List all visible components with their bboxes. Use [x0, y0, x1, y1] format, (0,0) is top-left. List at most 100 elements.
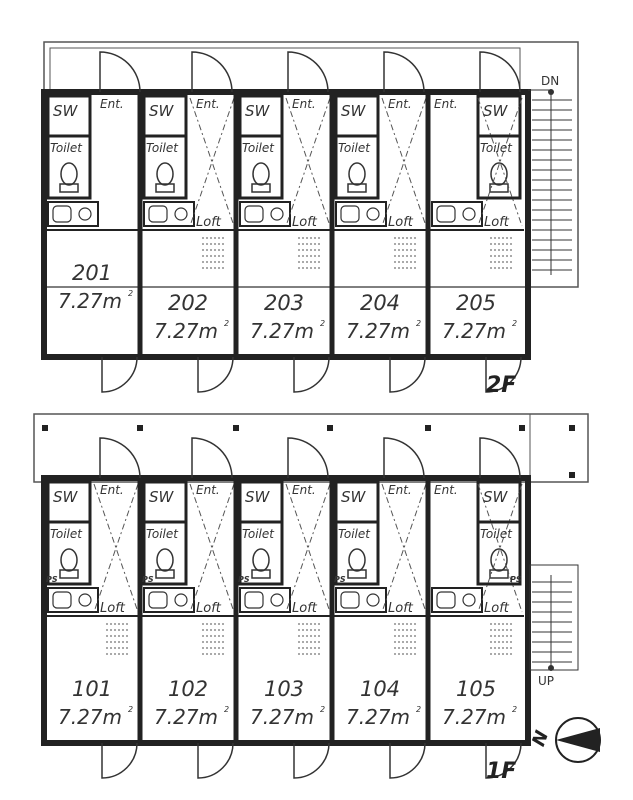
- toilet-label: Toilet: [242, 527, 275, 541]
- toilet-room: [334, 134, 380, 200]
- sw-label: SW: [149, 102, 175, 120]
- building-wall-2f: [41, 89, 531, 360]
- balcony-door-icon: [101, 356, 138, 393]
- room-area-superscript: 2: [224, 319, 229, 328]
- sw-label: SW: [483, 102, 509, 120]
- ps-label: PS: [510, 575, 522, 584]
- toilet-tank-icon: [59, 183, 79, 193]
- entry-door-icon: [191, 437, 233, 479]
- toilet-tank-icon: [155, 183, 175, 193]
- room-area-superscript: 2: [416, 319, 421, 328]
- sink-icon: [52, 205, 72, 223]
- toilet-bowl-icon: [156, 548, 174, 572]
- sw-label: SW: [483, 488, 509, 506]
- room-number: 203: [264, 291, 304, 315]
- loft-label: Loft: [484, 601, 510, 616]
- toilet-room: [142, 134, 188, 200]
- room-number: 105: [456, 677, 496, 701]
- room-number: 104: [360, 677, 400, 701]
- floor-label-1f: 1F: [486, 759, 516, 784]
- sink-icon: [340, 591, 360, 609]
- room-area-superscript: 2: [416, 705, 421, 714]
- toilet-bowl-icon: [348, 162, 366, 186]
- toilet-bowl-icon: [60, 162, 78, 186]
- room-area: 7.27m: [346, 319, 410, 343]
- canopy-post: [233, 425, 239, 431]
- toilet-bowl-icon: [156, 162, 174, 186]
- loft-diagonal: [189, 483, 235, 613]
- loft-diagonal: [477, 97, 523, 227]
- balcony-door-icon: [101, 742, 138, 779]
- entry-door-icon: [479, 437, 521, 479]
- stove-icon: [78, 593, 92, 607]
- toilet-tank-icon: [489, 569, 509, 579]
- entrance-label: Ent.: [100, 97, 124, 111]
- balcony-door-icon: [293, 356, 330, 393]
- entrance-label: Ent.: [196, 483, 220, 497]
- loft-diagonal: [381, 483, 427, 613]
- loft-diagonal: [381, 97, 427, 227]
- room-number: 202: [168, 291, 208, 315]
- loft-diagonal: [189, 97, 235, 227]
- toilet-room: [46, 134, 92, 200]
- room-area: 7.27m: [154, 705, 218, 729]
- balcony-door-icon: [389, 356, 426, 393]
- sw-label: SW: [53, 102, 79, 120]
- loft-label: Loft: [388, 601, 414, 616]
- sw-label: SW: [245, 102, 271, 120]
- loft-diagonal: [285, 97, 331, 227]
- canopy-post: [42, 425, 48, 431]
- balcony-door-icon: [389, 742, 426, 779]
- toilet-bowl-icon: [490, 162, 508, 186]
- toilet-room: [142, 520, 188, 586]
- loft-diagonal: [477, 97, 523, 227]
- loft-diagonal: [477, 483, 523, 613]
- toilet-tank-icon: [59, 569, 79, 579]
- ps-label: PS: [46, 575, 58, 584]
- toilet-bowl-icon: [490, 548, 508, 572]
- room-area-superscript: 2: [224, 705, 229, 714]
- ps-label: PS: [334, 575, 346, 584]
- toilet-label: Toilet: [480, 141, 513, 155]
- sink-icon: [52, 591, 72, 609]
- compass-label: N: [528, 728, 553, 749]
- canopy-post: [519, 425, 525, 431]
- ps-label: PS: [142, 575, 154, 584]
- balcony-door-icon: [197, 742, 234, 779]
- sw-label: SW: [245, 488, 271, 506]
- stair-arrow-dot: [548, 665, 554, 671]
- balcony-door-icon: [293, 742, 330, 779]
- loft-label: Loft: [292, 215, 318, 230]
- toilet-room: [334, 520, 380, 586]
- entrance-label: Ent.: [434, 483, 458, 497]
- stair-enclosure: [529, 564, 579, 671]
- loft-diagonal: [381, 483, 427, 613]
- toilet-bowl-icon: [252, 162, 270, 186]
- room-area: 7.27m: [154, 319, 218, 343]
- loft-diagonal: [285, 483, 331, 613]
- entry-door-icon: [191, 51, 233, 93]
- loft-diagonal: [285, 97, 331, 227]
- balcony-door-icon: [485, 356, 522, 393]
- toilet-tank-icon: [489, 183, 509, 193]
- loft-label: Loft: [292, 601, 318, 616]
- building-wall-1f: [41, 475, 531, 746]
- canopy-post: [327, 425, 333, 431]
- room-area: 7.27m: [250, 705, 314, 729]
- loft-label: Loft: [196, 601, 222, 616]
- staircase-2f: [528, 89, 572, 275]
- entrance-label: Ent.: [292, 97, 316, 111]
